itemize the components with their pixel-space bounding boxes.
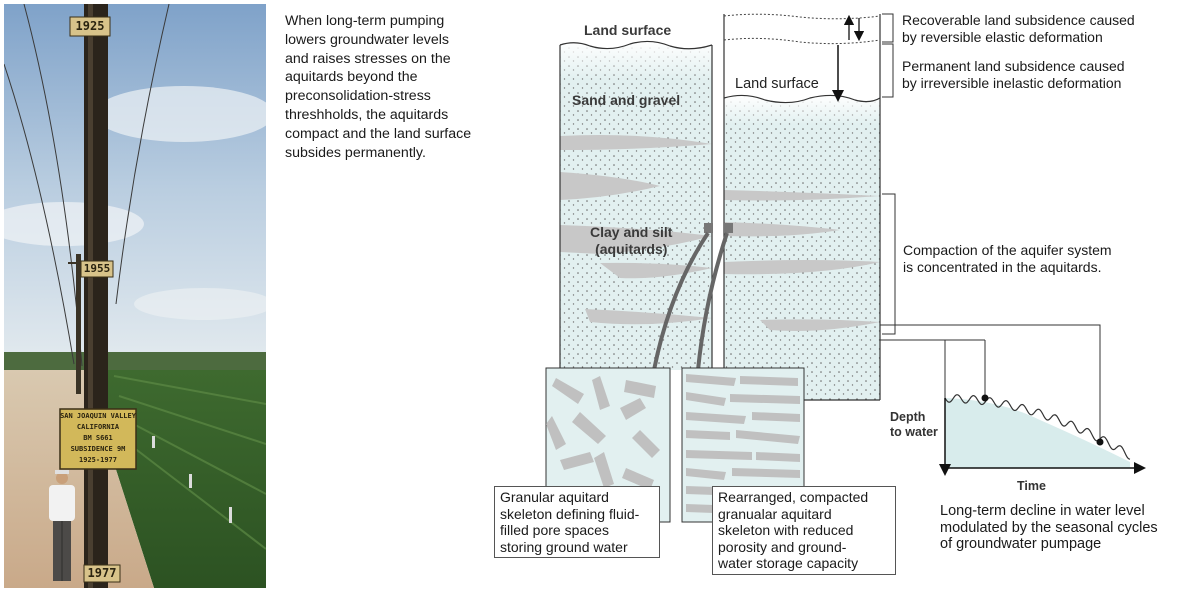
sample-marker-right <box>724 223 733 233</box>
sign-line: 1925-1977 <box>79 456 117 464</box>
land-surface-left-label: Land surface <box>584 22 672 38</box>
permanent-subsidence-caption: Permanent land subsidence caused by irre… <box>902 58 1125 91</box>
sign-line: SAN JOAQUIN VALLEY <box>60 412 136 420</box>
depth-to-water-label: Depth to water <box>890 410 938 439</box>
right-column <box>723 13 881 401</box>
rearranged-skeleton-caption: Rearranged, compacted granualar aquitard… <box>712 486 896 575</box>
sign-line: SUBSIDENCE 9M <box>70 445 126 453</box>
clay-silt-label: Clay and silt (aquitards) <box>590 224 673 257</box>
intro-text: When long-term pumping lowers groundwate… <box>285 13 472 161</box>
sample-marker-left <box>704 223 713 233</box>
pole-marker-1955: 1955 <box>83 262 111 275</box>
compaction-caption: Compaction of the aquifer system is conc… <box>903 242 1112 275</box>
subsidence-sign: SAN JOAQUIN VALLEY CALIFORNIA BM S661 SU… <box>60 411 136 466</box>
sign-line: BM S661 <box>83 434 113 442</box>
sand-gravel-label: Sand and gravel <box>572 92 681 108</box>
land-surface-right-label: Land surface <box>735 76 819 92</box>
sign-line: CALIFORNIA <box>76 423 120 431</box>
caption-brackets <box>882 13 896 335</box>
water-level-decline-caption: Long-term decline in water level modulat… <box>940 503 1158 552</box>
subsidence-photo: 1925 1955 1977 SAN JOAQUIN VALLEY CALIFO… <box>4 4 266 588</box>
water-level-hydrograph <box>880 324 1146 476</box>
pole-marker-1977: 1977 <box>87 566 117 580</box>
time-axis-label: Time <box>1017 479 1046 493</box>
pole-marker-1925: 1925 <box>75 19 105 33</box>
recoverable-subsidence-caption: Recoverable land subsidence caused by re… <box>902 12 1135 45</box>
left-column <box>559 40 713 371</box>
granular-skeleton-caption: Granular aquitard skeleton defining flui… <box>494 486 660 558</box>
